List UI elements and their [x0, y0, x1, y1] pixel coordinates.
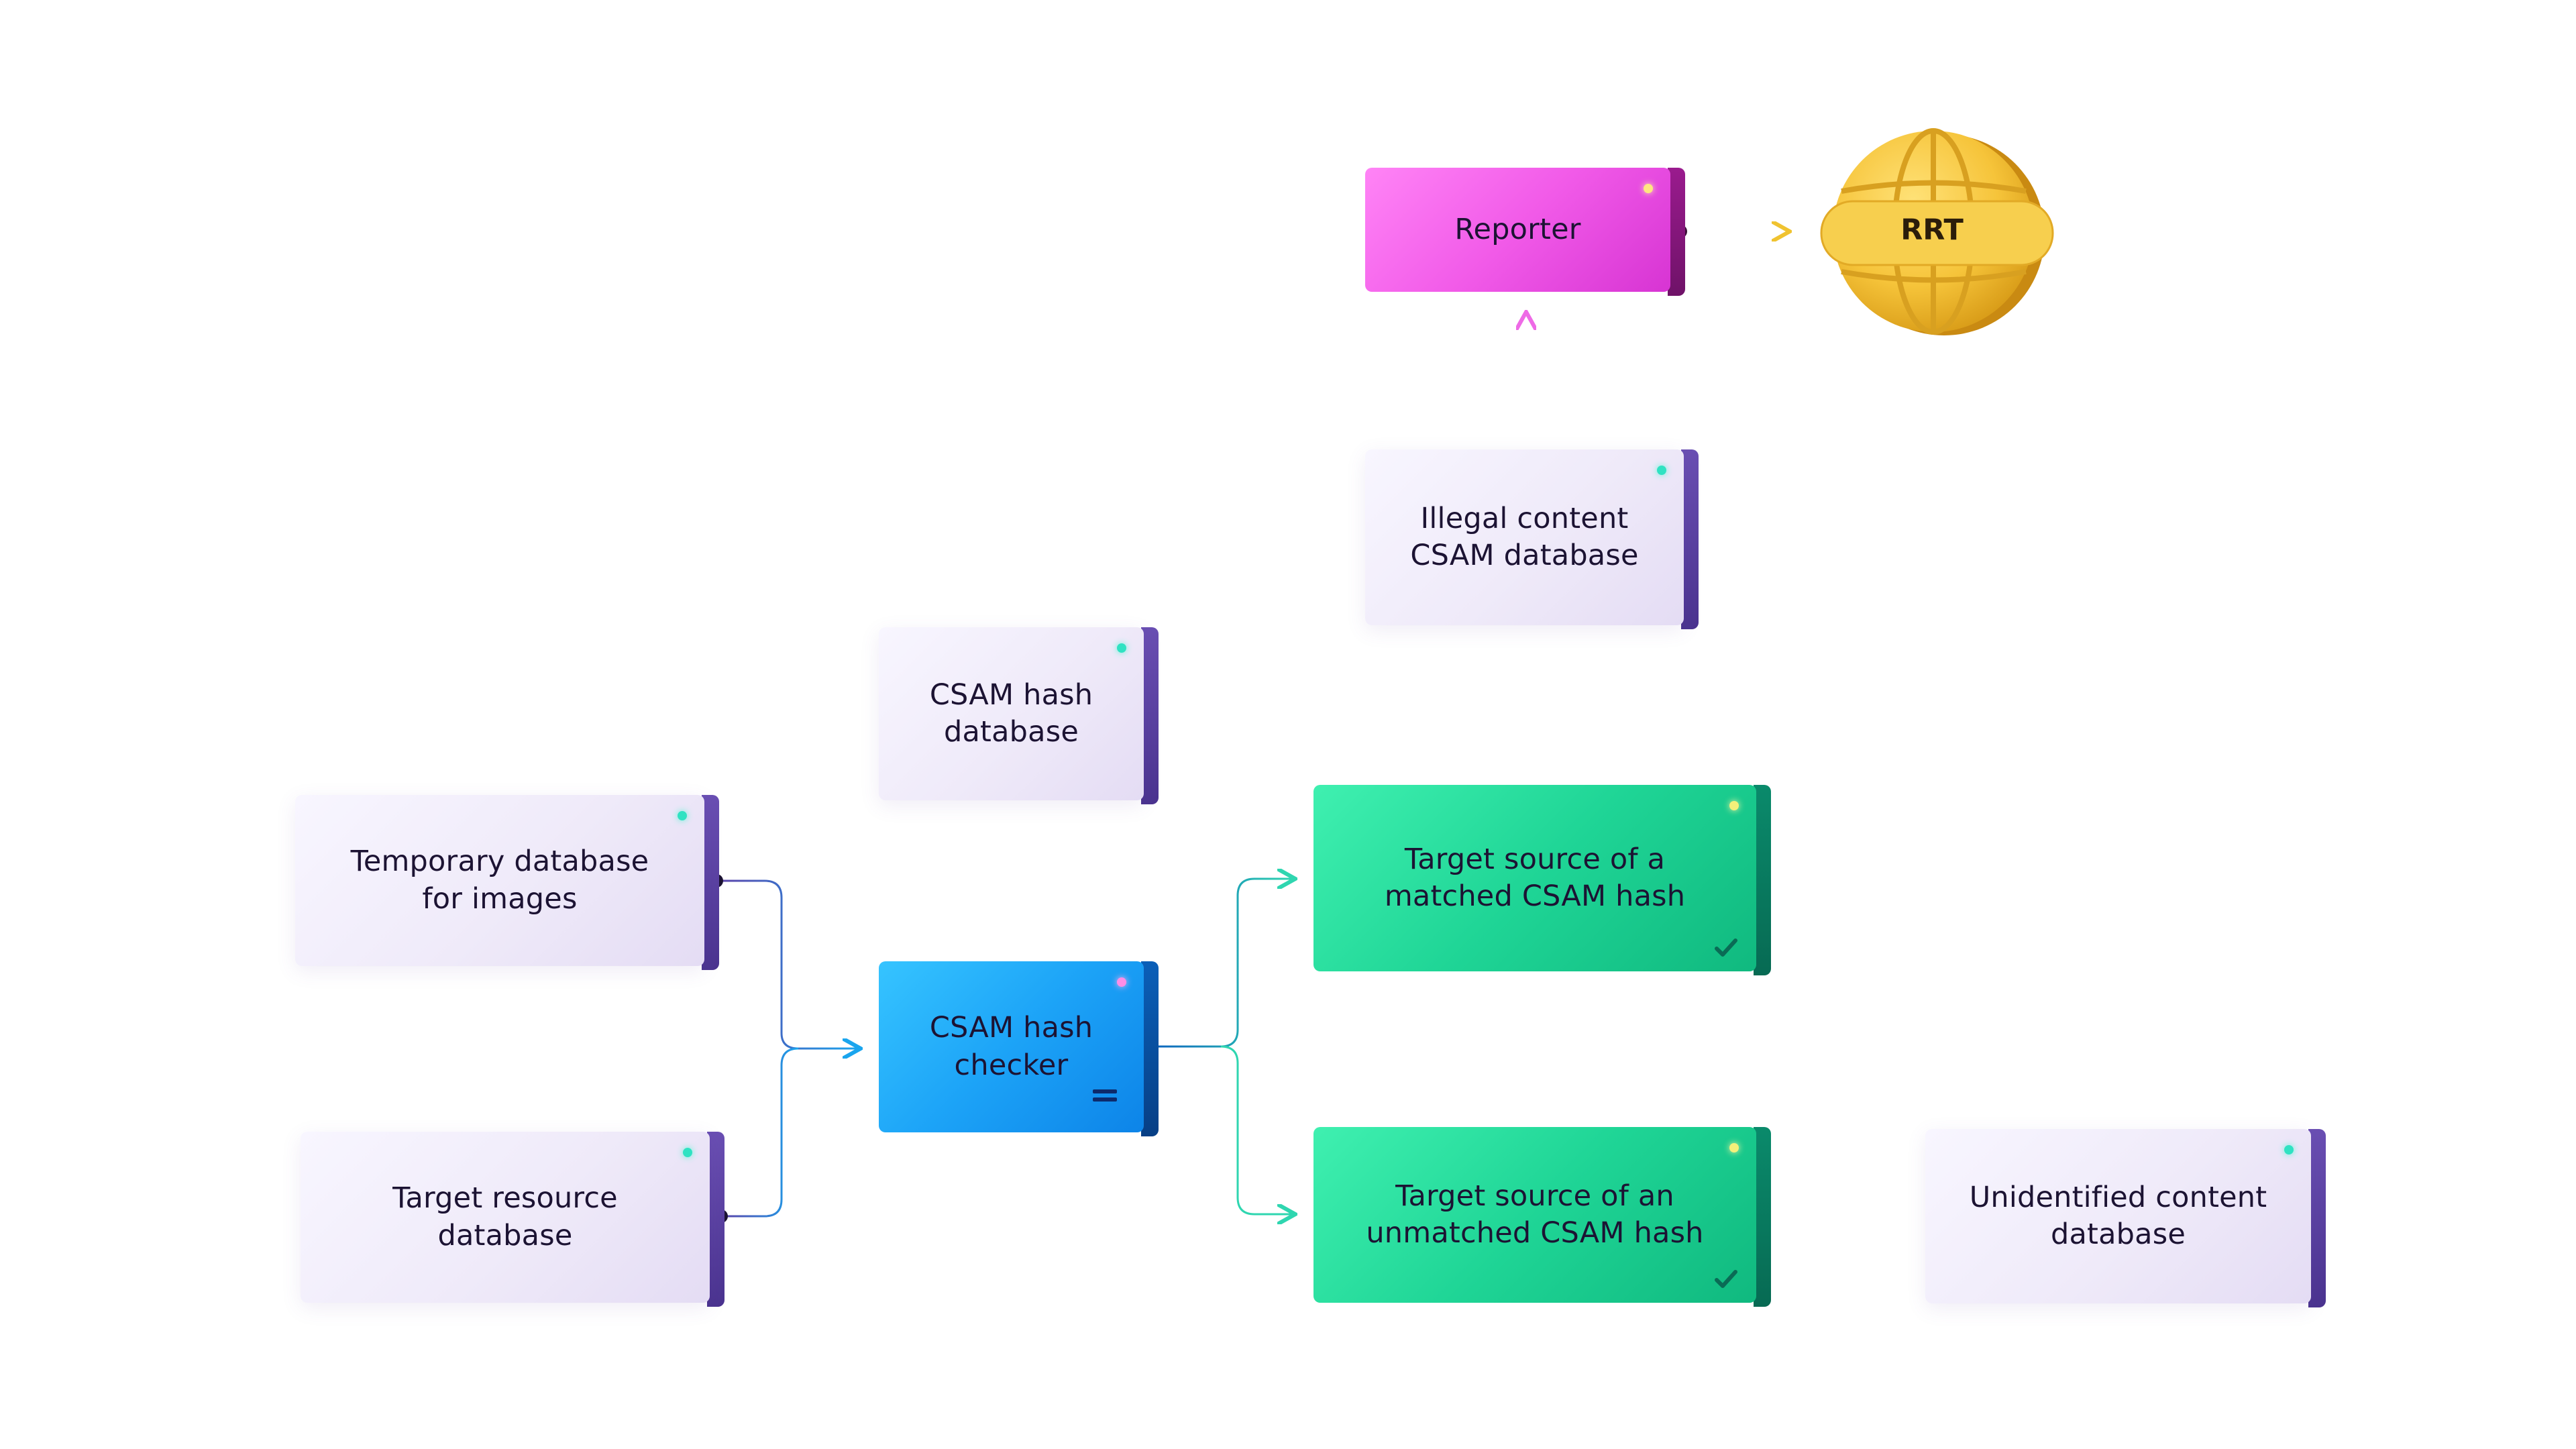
node-face: [1313, 1127, 1756, 1303]
node-edge: [707, 1132, 724, 1307]
node-label: Illegal content CSAM database: [1410, 501, 1639, 572]
node-reporter[interactable]: Reporter: [1365, 168, 1685, 296]
wire-checker-to-unmatched: [1220, 1045, 1293, 1214]
status-dot-icon: [683, 1148, 692, 1157]
node-edge: [1681, 449, 1699, 629]
node-temporary-db[interactable]: Temporary database for images: [295, 795, 719, 970]
status-dot-icon: [1657, 466, 1666, 475]
status-dot-icon: [1729, 1143, 1739, 1152]
node-label: CSAM hash checker: [929, 1011, 1093, 1082]
node-label: Reporter: [1454, 212, 1581, 246]
status-dot-icon: [1644, 184, 1653, 193]
wire-resource-to-checker: [721, 1047, 799, 1218]
node-face: [879, 627, 1144, 800]
menu-bars-icon: [1093, 1089, 1117, 1107]
node-edge: [1754, 1127, 1771, 1307]
node-matched-source[interactable]: Target source of a matched CSAM hash: [1313, 785, 1771, 975]
status-dot-icon: [1117, 643, 1126, 653]
node-unidentified-db[interactable]: Unidentified content database: [1925, 1129, 2326, 1307]
status-dot-icon: [678, 811, 687, 820]
wire-checker-to-matched: [1148, 879, 1293, 1048]
node-edge: [1668, 168, 1685, 296]
rrt-label: RRT: [1900, 213, 1964, 247]
node-face: [295, 795, 704, 966]
node-label: Temporary database for images: [350, 845, 649, 916]
node-face: [1365, 168, 1670, 292]
wire-temp-to-checker: [716, 879, 859, 1049]
node-target-resource-db[interactable]: Target resource database: [301, 1132, 724, 1307]
node-label: Target source of a matched CSAM hash: [1384, 842, 1686, 913]
node-edge: [702, 795, 719, 970]
node-unmatched-source[interactable]: Target source of an unmatched CSAM hash: [1313, 1127, 1771, 1307]
node-face: [879, 961, 1144, 1132]
node-face: [301, 1132, 710, 1303]
node-label: Target resource database: [392, 1181, 618, 1252]
node-edge: [2308, 1129, 2326, 1307]
node-label: Unidentified content database: [1969, 1180, 2267, 1251]
node-face: [1925, 1129, 2311, 1303]
node-label: CSAM hash database: [929, 678, 1093, 749]
check-icon: [1715, 1270, 1737, 1288]
status-dot-icon: [1117, 977, 1126, 987]
node-edge: [1754, 785, 1771, 975]
node-face: [1365, 449, 1684, 625]
status-dot-icon: [2284, 1145, 2294, 1155]
node-illegal-content-db[interactable]: Illegal content CSAM database: [1365, 449, 1699, 629]
node-edge: [1141, 627, 1159, 804]
node-hash-database[interactable]: CSAM hash database: [879, 627, 1159, 804]
check-icon: [1715, 938, 1737, 957]
node-face: [1313, 785, 1756, 971]
globe-icon[interactable]: [1811, 127, 2073, 342]
status-dot-icon: [1729, 801, 1739, 810]
node-label: Target source of an unmatched CSAM hash: [1366, 1179, 1704, 1250]
node-hash-checker[interactable]: CSAM hash checker: [879, 961, 1159, 1136]
node-edge: [1141, 961, 1159, 1136]
